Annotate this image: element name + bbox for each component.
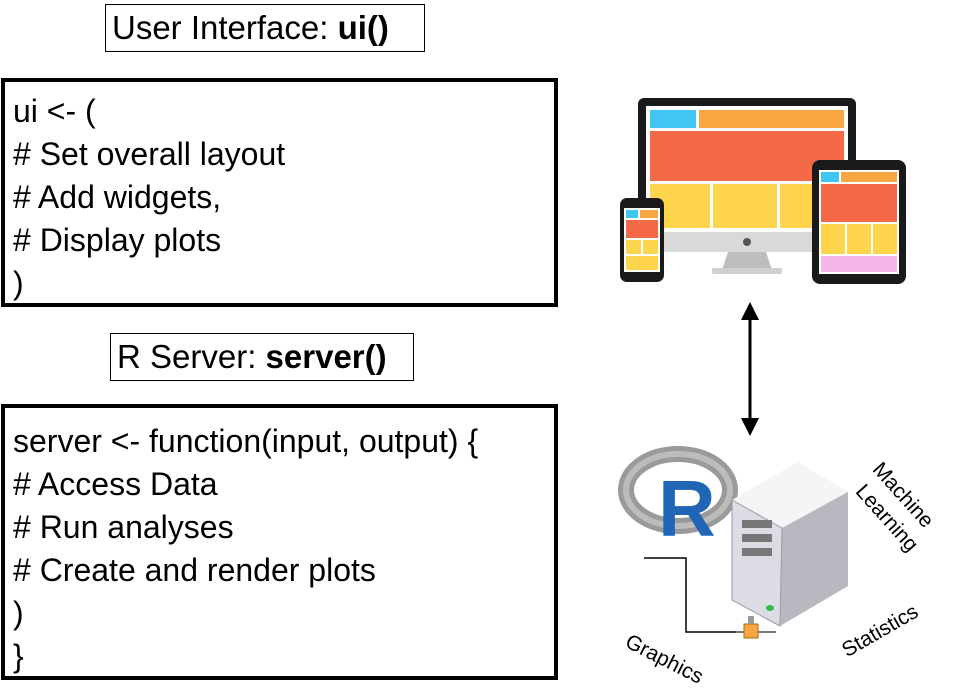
- ui-title-prefix: User Interface:: [112, 9, 338, 46]
- server-code-line: # Access Data: [13, 466, 218, 502]
- ui-code-box: ui <- ( # Set overall layout # Add widge…: [1, 78, 558, 307]
- network-icon: [644, 557, 776, 639]
- ui-title-func: ui(): [337, 9, 389, 46]
- r-logo-icon: R: [618, 446, 738, 553]
- ui-code-line: # Display plots: [13, 222, 222, 258]
- ui-section-title: User Interface: ui(): [105, 4, 425, 52]
- server-code-box: server <- function(input, output) { # Ac…: [1, 404, 558, 680]
- tablet-icon: [812, 160, 906, 284]
- double-arrow-icon: [741, 302, 759, 436]
- server-section-title: R Server: server(): [110, 333, 414, 381]
- ui-code-line: ui <- (: [13, 93, 96, 129]
- server-tower-icon: [731, 462, 848, 627]
- server-code-line: # Run analyses: [13, 509, 234, 545]
- server-code-line: # Create and render plots: [13, 552, 376, 588]
- ui-code-line: # Add widgets,: [13, 179, 222, 215]
- r-server-illustration: R: [618, 446, 848, 639]
- server-title-prefix: R Server:: [117, 338, 266, 375]
- responsive-devices-icon: [620, 98, 906, 284]
- ui-code-line: ): [13, 265, 24, 301]
- server-title-func: server(): [265, 338, 387, 375]
- server-code-line: server <- function(input, output) {: [13, 423, 479, 459]
- server-code-line: ): [13, 595, 24, 631]
- server-code-line: }: [13, 638, 24, 674]
- r-logo-letter: R: [658, 464, 716, 553]
- phone-icon: [620, 198, 664, 282]
- ui-code-line: # Set overall layout: [13, 136, 286, 172]
